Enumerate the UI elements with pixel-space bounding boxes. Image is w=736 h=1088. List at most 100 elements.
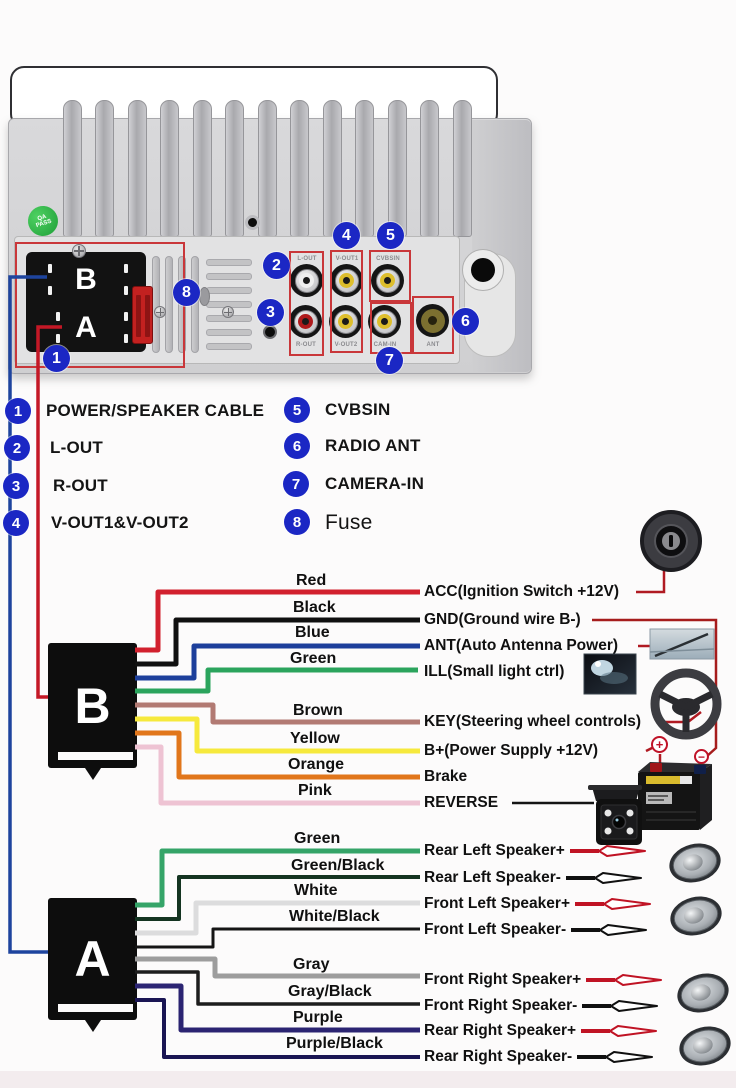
wire-red xyxy=(135,589,420,653)
mount-hole xyxy=(471,258,495,282)
legend-num-2: 2 xyxy=(4,435,30,461)
reverse-camera-icon xyxy=(588,785,642,845)
heatsink-fin xyxy=(290,100,309,237)
wire-function: KEY(Steering wheel controls) xyxy=(424,713,642,730)
speaker-row: Rear Right Speaker+ xyxy=(424,1022,660,1040)
outline-v-out xyxy=(330,250,363,353)
plus-arrow-icon xyxy=(581,1025,658,1037)
connector-pin xyxy=(48,264,52,273)
legend-label-3: R-OUT xyxy=(53,476,108,495)
outline-lr-out xyxy=(289,251,324,356)
wire-name: White/Black xyxy=(289,908,380,925)
heatsink-fin xyxy=(323,100,342,237)
wire-black xyxy=(135,617,420,667)
plus-arrow-icon xyxy=(575,898,651,910)
legend-num-5: 5 xyxy=(284,397,310,423)
connector-pin xyxy=(124,312,128,321)
wire-name: Green xyxy=(294,830,341,847)
heatsink-fin xyxy=(388,100,407,237)
screw-hole xyxy=(245,215,260,230)
speaker-row: Rear Right Speaker- xyxy=(424,1048,656,1066)
heatsink-fin xyxy=(63,100,82,237)
heatsink-fin xyxy=(258,100,277,237)
connector-pin xyxy=(124,264,128,273)
harness-b-box: B xyxy=(48,643,137,768)
legend-num-1: 1 xyxy=(5,398,31,424)
callout-7: 7 xyxy=(376,347,403,374)
screw-icon xyxy=(222,306,234,318)
minus-arrow-icon xyxy=(582,1000,659,1012)
bottom-band xyxy=(0,1071,736,1088)
legend-label-5: CVBSIN xyxy=(325,400,391,419)
key-link xyxy=(664,711,702,724)
legend-num-3: 3 xyxy=(3,473,29,499)
harness-b-slot xyxy=(58,752,133,760)
harness-a-slot xyxy=(58,1004,133,1012)
plus-arrow-icon xyxy=(569,845,646,857)
wire-gray-black xyxy=(135,970,420,1006)
speaker-icon xyxy=(672,967,734,1019)
wire-name: Brown xyxy=(293,702,343,719)
rca-jack-v-out1 xyxy=(330,264,363,297)
harness-a-tab xyxy=(85,1020,101,1032)
wire-white-black xyxy=(135,927,420,949)
antenna-jack xyxy=(416,304,449,337)
jack-label: ANT xyxy=(426,342,440,348)
rca-jack-l-out xyxy=(290,264,323,297)
wire-name: Pink xyxy=(298,782,332,799)
wire-function: Front Left Speaker- xyxy=(424,921,567,938)
callout-4: 4 xyxy=(333,222,360,249)
outline-power-connector xyxy=(15,242,185,368)
wire-name: Green/Black xyxy=(291,857,385,874)
wire-function: Front Right Speaker+ xyxy=(424,971,582,988)
wire-name: Red xyxy=(296,572,327,589)
heatsink-fin xyxy=(128,100,147,237)
acc-link xyxy=(636,570,666,594)
wire-function: ILL(Small light ctrl) xyxy=(424,663,565,680)
heatsink-fin xyxy=(95,100,114,237)
harness-b-wires xyxy=(135,589,420,806)
heatsink-fin xyxy=(420,100,439,237)
left-line-blue xyxy=(8,275,48,954)
wire-function: Rear Left Speaker+ xyxy=(424,842,565,859)
fuse-icon xyxy=(132,286,153,344)
wire-function: Rear Right Speaker- xyxy=(424,1048,573,1065)
connector-pin xyxy=(124,334,128,343)
wire-orange xyxy=(135,730,420,780)
car-antenna-icon xyxy=(649,628,715,660)
minus-arrow-icon xyxy=(571,924,648,936)
legend-label-8: Fuse xyxy=(325,511,373,534)
block-row-a-label: A xyxy=(75,311,97,344)
steering-wheel-icon xyxy=(650,668,722,740)
jack-label: CAM-IN xyxy=(373,342,397,348)
jack-label: R-OUT xyxy=(296,342,316,348)
minus-arrow-icon xyxy=(565,872,642,884)
accessory-links xyxy=(512,570,718,805)
wire-function: Rear Right Speaker+ xyxy=(424,1022,577,1039)
wire-name: Black xyxy=(293,599,336,616)
car-battery-icon xyxy=(638,762,712,830)
speaker-row: Front Left Speaker+ xyxy=(424,895,654,913)
wire-function: GND(Ground wire B-) xyxy=(424,611,581,628)
callout-1: 1 xyxy=(43,345,70,372)
speaker-icon xyxy=(665,890,727,942)
callout-3: 3 xyxy=(257,299,284,326)
battery-minus-terminal: − xyxy=(694,749,709,764)
minus-arrow-icon xyxy=(577,1051,654,1063)
left-line-red xyxy=(36,325,62,699)
legend-label-1: POWER/SPEAKER CABLE xyxy=(46,401,265,420)
connector-pin xyxy=(56,312,60,321)
legend-num-6: 6 xyxy=(284,433,310,459)
vent-slat xyxy=(165,256,173,353)
wire-function: REVERSE xyxy=(424,794,499,811)
wire-name: Green xyxy=(290,650,337,667)
jack-label: L-OUT xyxy=(297,256,317,262)
plus-arrow-icon xyxy=(586,974,663,986)
screw-icon xyxy=(154,306,166,318)
rca-jack-v-out2 xyxy=(329,305,362,338)
speaker-row: Front Left Speaker- xyxy=(424,921,650,939)
wire-name: Purple/Black xyxy=(286,1035,383,1052)
reset-jack xyxy=(263,325,277,339)
connector-pin xyxy=(124,286,128,295)
